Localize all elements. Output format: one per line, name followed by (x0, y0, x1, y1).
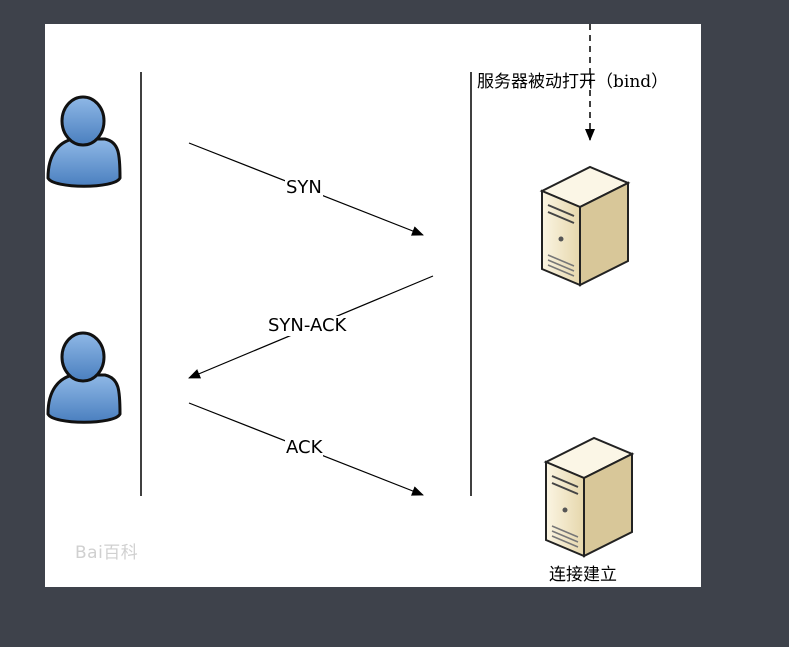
syn-ack-label: SYN-ACK (267, 315, 348, 336)
server-passive-open-label: 服务器被动打开（bind） (477, 72, 669, 92)
server-icon (539, 165, 631, 287)
ack-label: ACK (285, 437, 324, 458)
baidu-watermark: Bai百科 (75, 543, 139, 563)
diagram-svg (46, 24, 635, 558)
user-icon (46, 95, 122, 188)
user-icon (46, 331, 122, 424)
syn-label: SYN (285, 177, 323, 198)
connection-established-label: 连接建立 (549, 565, 617, 585)
server-icon (543, 436, 635, 558)
diagram-canvas: 服务器被动打开（bind） SYN SYN-ACK ACK 连接建立 Bai百科 (45, 24, 701, 587)
